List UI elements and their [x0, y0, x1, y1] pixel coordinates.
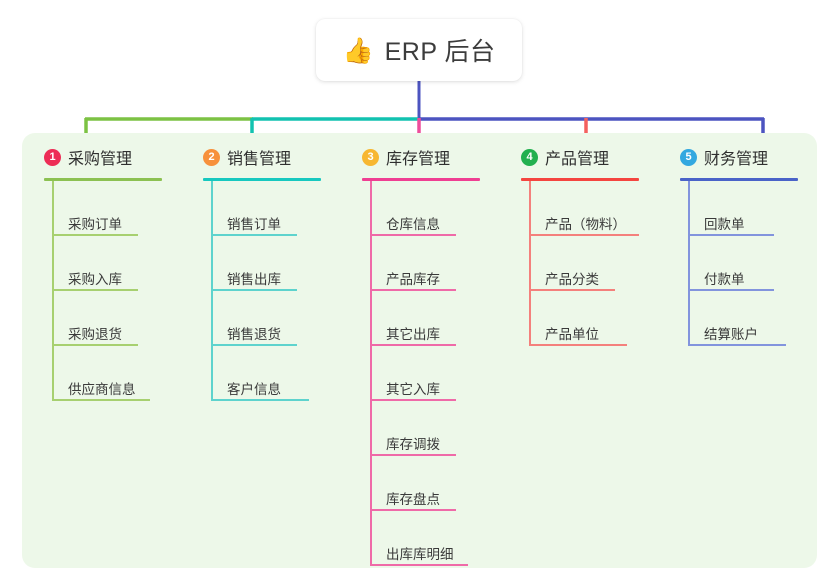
- list-item[interactable]: 库存调拨: [370, 401, 499, 456]
- item-underline: [213, 234, 297, 236]
- list-item[interactable]: 产品单位: [529, 291, 658, 346]
- list-item[interactable]: 采购入库: [52, 236, 181, 291]
- item-underline: [54, 399, 150, 401]
- column-badge-5: 5: [680, 148, 697, 166]
- item-label: 结算账户: [704, 326, 758, 342]
- list-item[interactable]: 付款单: [688, 236, 817, 291]
- column-finance: 5 财务管理 回款单 付款单 结算账户: [658, 133, 817, 568]
- thumbs-up-icon: 👍: [342, 36, 374, 65]
- item-label: 产品单位: [545, 326, 599, 342]
- item-label: 产品库存: [386, 271, 440, 287]
- item-label: 供应商信息: [68, 381, 136, 397]
- column-badge-2: 2: [203, 148, 220, 166]
- column-title-product: 产品管理: [545, 151, 610, 168]
- item-underline: [213, 344, 297, 346]
- item-underline: [372, 234, 456, 236]
- list-item[interactable]: 出库库明细: [370, 511, 499, 566]
- item-label: 销售退货: [227, 326, 281, 342]
- column-items-inventory: 仓库信息 产品库存 其它出库 其它入库 库存调拨: [362, 181, 499, 566]
- column-items-purchasing: 采购订单 采购入库 采购退货 供应商信息: [44, 181, 181, 401]
- item-label: 采购退货: [68, 326, 122, 342]
- column-underline-sales: [203, 178, 321, 181]
- item-underline: [531, 234, 639, 236]
- modules-panel: [22, 133, 817, 568]
- item-label: 其它出库: [386, 326, 440, 342]
- item-label: 产品分类: [545, 271, 599, 287]
- item-label: 仓库信息: [386, 216, 440, 232]
- list-item[interactable]: 采购退货: [52, 291, 181, 346]
- column-items-product: 产品（物料） 产品分类 产品单位: [521, 181, 658, 346]
- item-underline: [372, 344, 456, 346]
- item-underline: [531, 344, 627, 346]
- list-item[interactable]: 结算账户: [688, 291, 817, 346]
- item-underline: [54, 289, 138, 291]
- item-label: 客户信息: [227, 381, 281, 397]
- list-item[interactable]: 销售订单: [211, 181, 340, 236]
- list-item[interactable]: 销售出库: [211, 236, 340, 291]
- column-header-purchasing[interactable]: 1 采购管理: [44, 144, 181, 170]
- list-item[interactable]: 采购订单: [52, 181, 181, 236]
- item-label: 其它入库: [386, 381, 440, 397]
- list-item[interactable]: 库存盘点: [370, 456, 499, 511]
- item-label: 库存盘点: [386, 491, 440, 507]
- list-item[interactable]: 其它入库: [370, 346, 499, 401]
- item-underline: [372, 564, 468, 566]
- item-label: 出库库明细: [386, 546, 454, 562]
- list-item[interactable]: 客户信息: [211, 346, 340, 401]
- column-product: 4 产品管理 产品（物料） 产品分类 产品单位: [499, 133, 658, 568]
- item-underline: [372, 509, 456, 511]
- column-items-sales: 销售订单 销售出库 销售退货 客户信息: [203, 181, 340, 401]
- item-underline: [690, 289, 774, 291]
- column-badge-1: 1: [44, 148, 61, 166]
- item-underline: [690, 234, 774, 236]
- list-item[interactable]: 产品（物料）: [529, 181, 658, 236]
- list-item[interactable]: 其它出库: [370, 291, 499, 346]
- column-sales: 2 销售管理 销售订单 销售出库 销售退货 客户信息: [181, 133, 340, 568]
- column-title-sales: 销售管理: [227, 151, 292, 168]
- module-columns: 1 采购管理 采购订单 采购入库 采购退货 供应商信息: [22, 133, 817, 568]
- item-label: 销售订单: [227, 216, 281, 232]
- column-title-purchasing: 采购管理: [68, 151, 133, 168]
- item-label: 销售出库: [227, 271, 281, 287]
- column-badge-3: 3: [362, 148, 379, 166]
- item-label: 产品（物料）: [545, 216, 626, 232]
- column-underline-inventory: [362, 178, 480, 181]
- item-underline: [372, 289, 456, 291]
- list-item[interactable]: 供应商信息: [52, 346, 181, 401]
- column-header-finance[interactable]: 5 财务管理: [680, 144, 817, 170]
- list-item[interactable]: 产品库存: [370, 236, 499, 291]
- item-underline: [54, 234, 138, 236]
- column-underline-purchasing: [44, 178, 162, 181]
- column-title-finance: 财务管理: [704, 151, 769, 168]
- list-item[interactable]: 产品分类: [529, 236, 658, 291]
- column-title-inventory: 库存管理: [386, 151, 451, 168]
- list-item[interactable]: 销售退货: [211, 291, 340, 346]
- column-underline-finance: [680, 178, 798, 181]
- item-label: 付款单: [704, 271, 745, 287]
- column-items-finance: 回款单 付款单 结算账户: [680, 181, 817, 346]
- item-underline: [531, 289, 615, 291]
- column-badge-4: 4: [521, 148, 538, 166]
- item-label: 采购订单: [68, 216, 122, 232]
- item-underline: [54, 344, 138, 346]
- column-purchasing: 1 采购管理 采购订单 采购入库 采购退货 供应商信息: [22, 133, 181, 568]
- item-underline: [372, 454, 456, 456]
- root-node-title: ERP 后台: [384, 38, 496, 66]
- item-underline: [372, 399, 456, 401]
- list-item[interactable]: 仓库信息: [370, 181, 499, 236]
- column-header-product[interactable]: 4 产品管理: [521, 144, 658, 170]
- root-node[interactable]: 👍 ERP 后台: [316, 19, 522, 81]
- item-label: 回款单: [704, 216, 745, 232]
- column-header-sales[interactable]: 2 销售管理: [203, 144, 340, 170]
- column-inventory: 3 库存管理 仓库信息 产品库存 其它出库 其它入库: [340, 133, 499, 568]
- item-label: 库存调拨: [386, 436, 440, 452]
- item-underline: [213, 289, 297, 291]
- item-underline: [690, 344, 786, 346]
- list-item[interactable]: 回款单: [688, 181, 817, 236]
- column-header-inventory[interactable]: 3 库存管理: [362, 144, 499, 170]
- item-label: 采购入库: [68, 271, 122, 287]
- item-underline: [213, 399, 309, 401]
- column-underline-product: [521, 178, 639, 181]
